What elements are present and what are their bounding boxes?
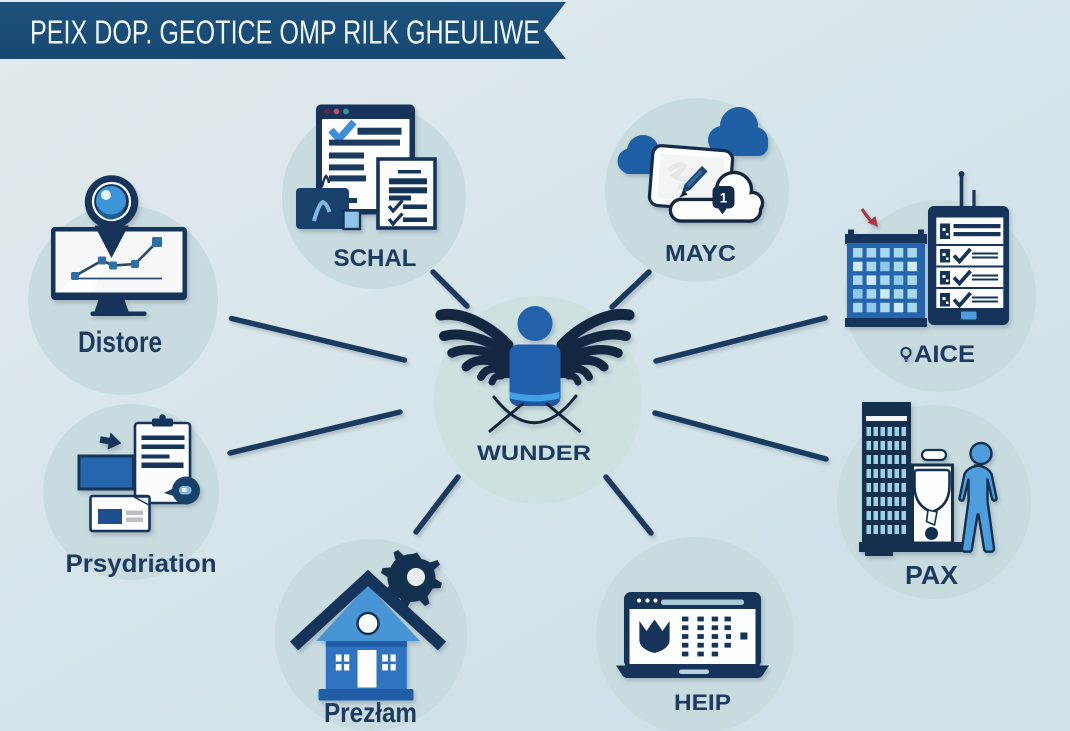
svg-text:Prsydriation: Prsydriation bbox=[66, 550, 217, 578]
svg-text:MAYC: MAYC bbox=[665, 240, 736, 266]
svg-text:Prezłam: Prezłam bbox=[324, 697, 417, 728]
svg-text:HEIP: HEIP bbox=[674, 690, 731, 715]
svg-text:Distore: Distore bbox=[78, 326, 162, 359]
svg-text:PEIX DOP. GEOTICE OMP RILK GHE: PEIX DOP. GEOTICE OMP RILK GHEULIWE bbox=[30, 14, 540, 51]
svg-text:WUNDER: WUNDER bbox=[477, 441, 592, 465]
svg-text:1: 1 bbox=[720, 191, 728, 206]
svg-text:SCHAL: SCHAL bbox=[334, 245, 417, 272]
svg-text:AICE: AICE bbox=[914, 341, 975, 368]
svg-text:PAX: PAX bbox=[905, 560, 959, 590]
